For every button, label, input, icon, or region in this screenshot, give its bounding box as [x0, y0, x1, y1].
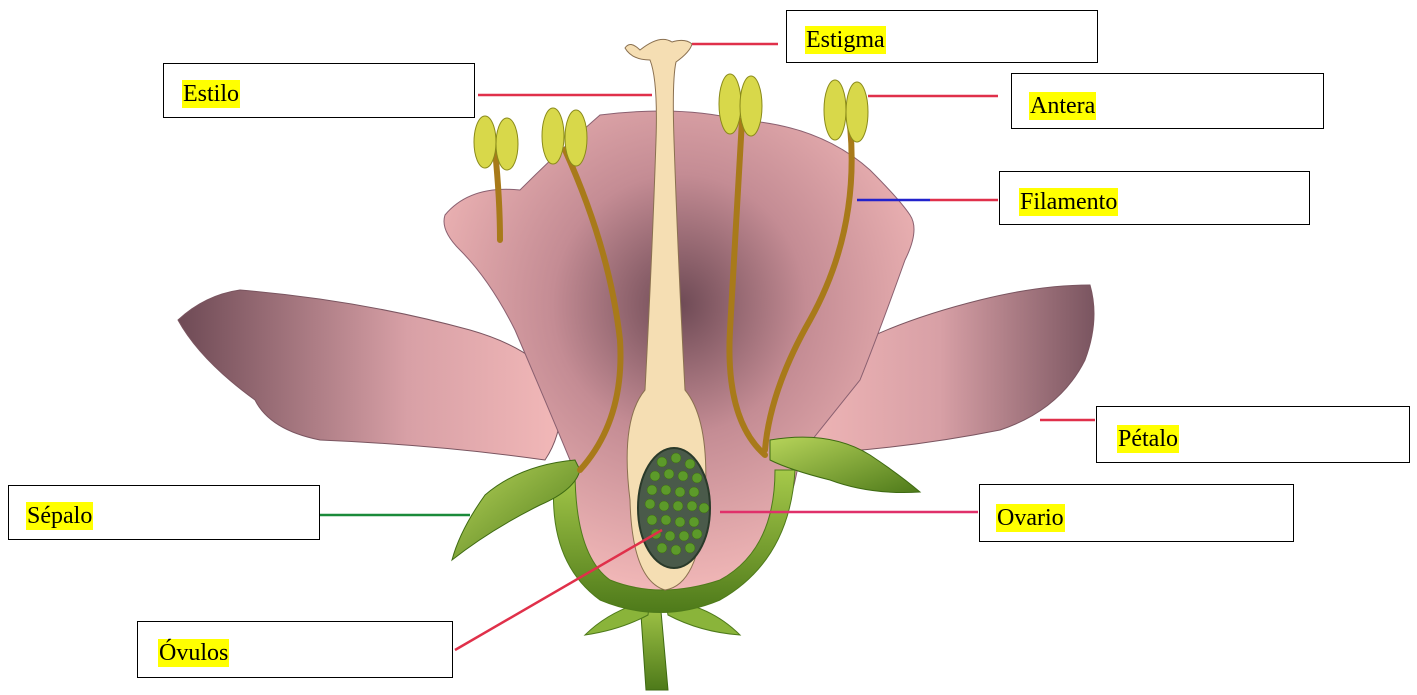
label-estigma: Estigma: [805, 26, 886, 54]
label-box-sepalo: Sépalo: [8, 485, 320, 540]
label-box-ovulos: Óvulos: [137, 621, 453, 678]
label-box-ovario: Ovario: [979, 484, 1294, 542]
label-filamento: Filamento: [1019, 188, 1118, 216]
label-box-estigma: Estigma: [786, 10, 1098, 63]
label-box-antera: Antera: [1011, 73, 1324, 129]
label-ovulos: Óvulos: [158, 639, 229, 667]
label-box-estilo: Estilo: [163, 63, 475, 118]
label-petalo: Pétalo: [1117, 425, 1179, 453]
petal-left: [178, 290, 561, 460]
label-ovario: Ovario: [996, 504, 1065, 532]
label-box-filamento: Filamento: [999, 171, 1310, 225]
label-antera: Antera: [1029, 92, 1096, 120]
label-box-petalo: Pétalo: [1096, 406, 1410, 463]
label-estilo: Estilo: [182, 80, 240, 108]
label-sepalo: Sépalo: [26, 502, 93, 530]
